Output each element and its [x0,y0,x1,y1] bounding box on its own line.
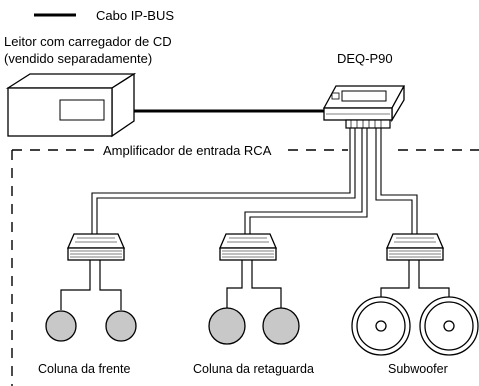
rear-amplifier-icon [219,233,277,261]
amplifier-section-label: Amplificador de entrada RCA [103,143,272,158]
processor-label: DEQ-P90 [337,51,393,66]
subwoofer-right-icon [419,296,479,356]
subwoofer-left-icon [351,296,411,356]
front-speaker-left-icon [45,310,77,342]
rca-cables [91,128,418,234]
amplifier-boundary [11,149,479,386]
front-speaker-right-icon [105,310,137,342]
deq-p90-icon [322,85,406,129]
subwoofer-label: Subwoofer [388,362,448,376]
front-speaker-label: Coluna da frente [38,362,130,376]
front-amplifier-icon [67,233,125,261]
cd-changer-icon [5,72,137,138]
legend-cable-label: Cabo IP-BUS [96,8,174,23]
rear-speaker-right-icon [262,307,300,345]
subwoofer-amplifier-icon [386,233,444,261]
rear-speaker-left-icon [208,307,246,345]
source-device-label-line1: Leitor com carregador de CD [4,34,172,49]
rear-speaker-label: Coluna da retaguarda [193,362,314,376]
speaker-wires [60,260,450,310]
source-device-label-line2: (vendido separadamente) [4,51,152,66]
